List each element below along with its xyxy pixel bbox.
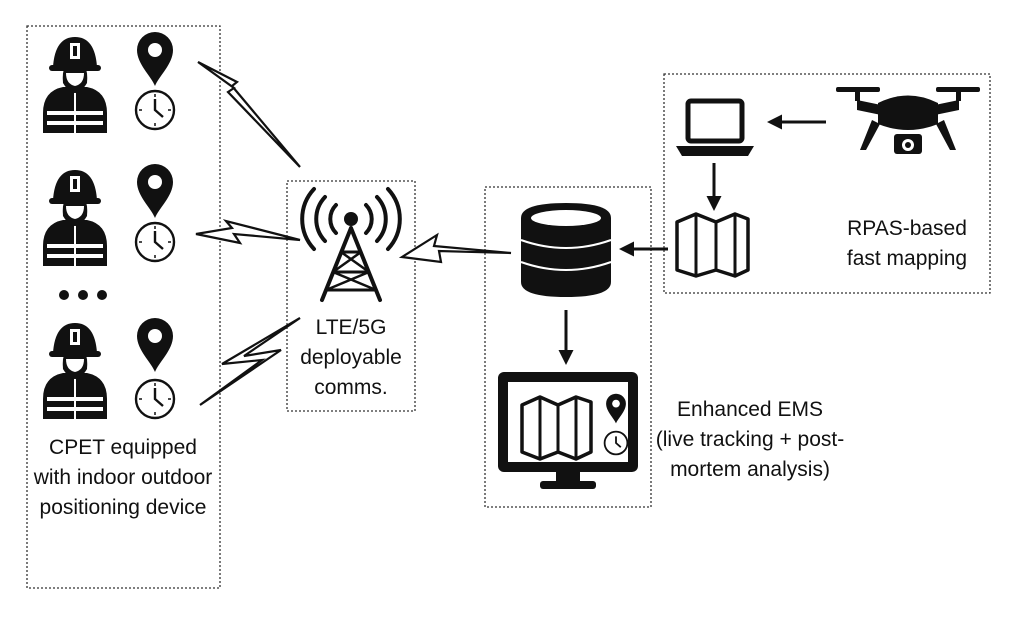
drone-icon xyxy=(836,87,980,154)
ems-label: Enhanced EMS (live tracking + post-morte… xyxy=(655,398,845,481)
clock-icon xyxy=(134,221,176,263)
monitor-map-icon xyxy=(498,372,638,489)
database-icon xyxy=(520,203,612,297)
laptop-icon xyxy=(676,98,754,156)
lightning-link-icon xyxy=(398,232,512,264)
ellipsis-icon xyxy=(59,290,107,300)
ems-box xyxy=(484,186,652,508)
rpas-label: RPAS-based fast mapping xyxy=(846,217,968,270)
location-pin-icon xyxy=(137,318,173,372)
firefighter-icon xyxy=(42,322,108,420)
comms-box xyxy=(286,180,416,412)
location-pin-icon xyxy=(137,164,173,218)
lightning-link-icon xyxy=(195,219,301,245)
cpet-label: CPET equipped with indoor outdoor positi… xyxy=(33,436,213,519)
comms-label: LTE/5G deployable comms. xyxy=(300,316,402,399)
firefighter-icon xyxy=(42,36,108,134)
firefighter-group-1 xyxy=(42,32,176,134)
cell-tower-icon xyxy=(300,187,402,302)
lightning-link-icon xyxy=(197,61,301,168)
folded-map-icon xyxy=(675,212,750,278)
lightning-link-icon xyxy=(199,317,301,406)
clock-icon xyxy=(134,89,176,131)
firefighter-group-2 xyxy=(42,164,176,267)
location-pin-icon xyxy=(137,32,173,86)
rpas-box xyxy=(663,73,991,294)
firefighter-icon xyxy=(42,169,108,267)
firefighter-group-3 xyxy=(42,318,176,420)
cpet-box xyxy=(26,25,221,589)
clock-icon xyxy=(134,378,176,420)
